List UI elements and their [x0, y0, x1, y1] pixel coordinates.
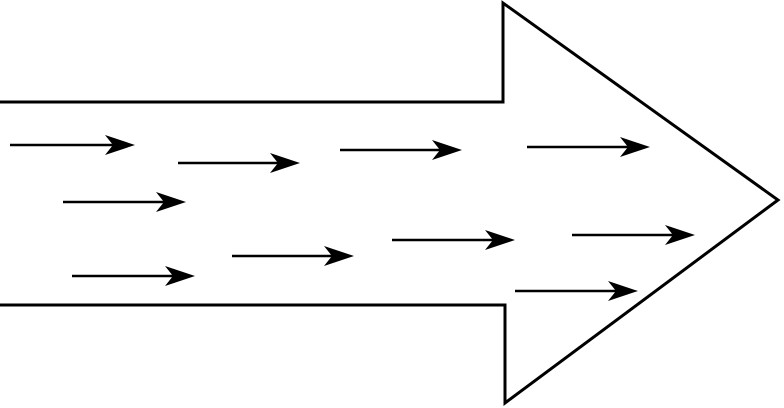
small-arrow-icon [232, 246, 354, 266]
small-arrow-head [608, 281, 638, 301]
small-arrow-head [105, 135, 135, 155]
small-arrow-icon [515, 281, 638, 301]
small-arrow-head [156, 192, 186, 212]
small-arrow-head [165, 266, 195, 286]
small-arrow-head [270, 153, 300, 173]
small-arrow-icon [392, 230, 515, 250]
small-arrow-icon [10, 135, 135, 155]
small-arrow-head [620, 137, 650, 157]
small-arrow-icon [340, 140, 462, 160]
small-arrow-icon [527, 137, 650, 157]
small-arrow-head [432, 140, 462, 160]
small-arrow-icon [63, 192, 186, 212]
small-arrow-head [324, 246, 354, 266]
inner-arrows-group [10, 135, 695, 301]
small-arrow-icon [178, 153, 300, 173]
small-arrow-head [665, 225, 695, 245]
small-arrow-head [485, 230, 515, 250]
small-arrow-icon [72, 266, 195, 286]
small-arrow-icon [572, 225, 695, 245]
